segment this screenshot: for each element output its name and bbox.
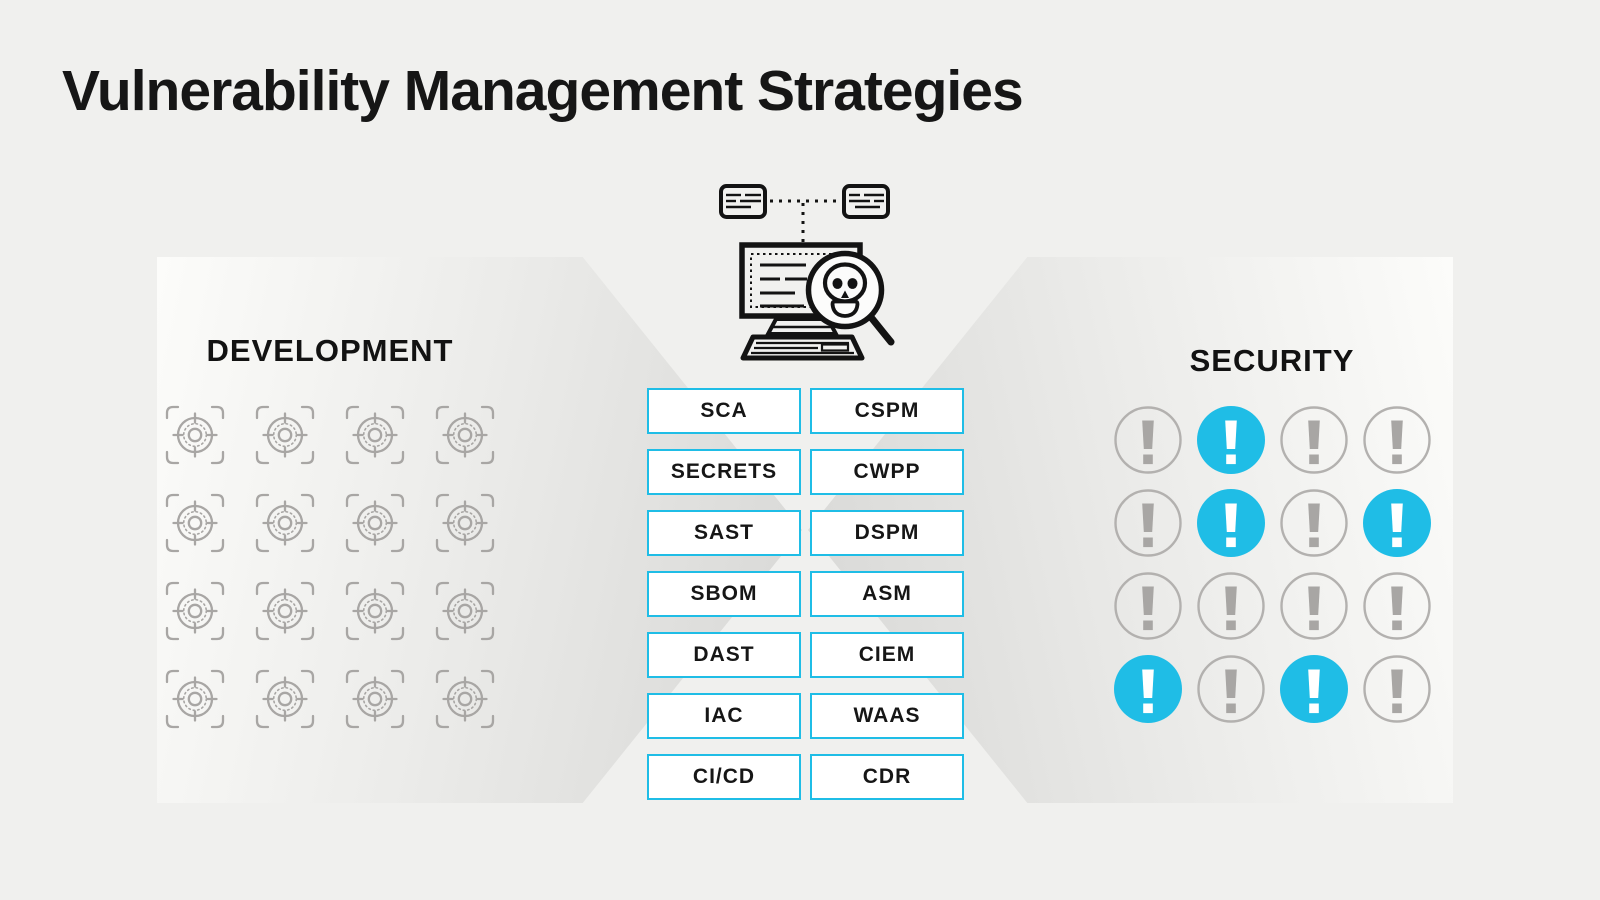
alert-icon-inactive bbox=[1355, 647, 1438, 730]
target-crosshair-icon bbox=[420, 391, 510, 479]
alert-icon-active bbox=[1272, 647, 1355, 730]
target-crosshair-icon bbox=[330, 479, 420, 567]
target-crosshair-icon bbox=[150, 567, 240, 655]
target-crosshair-icon bbox=[240, 567, 330, 655]
target-crosshair-icon bbox=[330, 391, 420, 479]
alert-icon-inactive bbox=[1106, 481, 1189, 564]
alert-icon-inactive bbox=[1272, 398, 1355, 481]
window-card-icon bbox=[842, 184, 890, 219]
target-crosshair-icon bbox=[420, 567, 510, 655]
strategy-box-cdr: CDR bbox=[810, 754, 964, 800]
strategy-box-iac: IAC bbox=[647, 693, 801, 739]
alert-icon-active bbox=[1106, 647, 1189, 730]
strategy-box-asm: ASM bbox=[810, 571, 964, 617]
keyboard-icon bbox=[740, 334, 865, 361]
target-crosshair-icon bbox=[420, 655, 510, 743]
alert-icon-active bbox=[1189, 481, 1272, 564]
strategy-box-ciem: CIEM bbox=[810, 632, 964, 678]
strategy-box-waas: WAAS bbox=[810, 693, 964, 739]
target-crosshair-icon bbox=[240, 655, 330, 743]
alert-icon-inactive bbox=[1189, 564, 1272, 647]
page-title: Vulnerability Management Strategies bbox=[62, 59, 1024, 123]
alert-icon-inactive bbox=[1272, 564, 1355, 647]
alert-icon-inactive bbox=[1272, 481, 1355, 564]
target-crosshair-icon bbox=[420, 479, 510, 567]
window-card-icon bbox=[719, 184, 767, 219]
dotted-connector-line bbox=[770, 199, 840, 242]
target-crosshair-icon bbox=[240, 391, 330, 479]
alert-icon-active bbox=[1189, 398, 1272, 481]
alert-icon-inactive bbox=[1355, 398, 1438, 481]
strategy-box-ci-cd: CI/CD bbox=[647, 754, 801, 800]
strategy-box-dspm: DSPM bbox=[810, 510, 964, 556]
alert-icon-inactive bbox=[1106, 398, 1189, 481]
strategy-box-sast: SAST bbox=[647, 510, 801, 556]
magnifier-skull-icon bbox=[805, 250, 895, 346]
strategy-column-left: SCA SECRETS SAST SBOM DAST IAC CI/CD bbox=[647, 388, 801, 800]
strategy-box-cwpp: CWPP bbox=[810, 449, 964, 495]
strategy-box-cspm: CSPM bbox=[810, 388, 964, 434]
target-crosshair-icon bbox=[150, 391, 240, 479]
alert-icon-inactive bbox=[1189, 647, 1272, 730]
security-label: SECURITY bbox=[1189, 343, 1355, 378]
target-crosshair-icon bbox=[150, 479, 240, 567]
target-crosshair-icon bbox=[240, 479, 330, 567]
alert-icon-inactive bbox=[1106, 564, 1189, 647]
development-target-grid bbox=[150, 391, 510, 743]
target-crosshair-icon bbox=[330, 567, 420, 655]
strategy-box-sbom: SBOM bbox=[647, 571, 801, 617]
target-crosshair-icon bbox=[150, 655, 240, 743]
security-alert-grid bbox=[1106, 398, 1438, 730]
target-crosshair-icon bbox=[330, 655, 420, 743]
strategy-box-sca: SCA bbox=[647, 388, 801, 434]
strategy-box-dast: DAST bbox=[647, 632, 801, 678]
skull-icon bbox=[822, 262, 868, 318]
strategy-box-secrets: SECRETS bbox=[647, 449, 801, 495]
alert-icon-active bbox=[1355, 481, 1438, 564]
strategy-column-right: CSPM CWPP DSPM ASM CIEM WAAS CDR bbox=[810, 388, 964, 800]
alert-icon-inactive bbox=[1355, 564, 1438, 647]
computer-scan-skull-illustration bbox=[719, 184, 895, 361]
development-label: DEVELOPMENT bbox=[206, 333, 454, 368]
